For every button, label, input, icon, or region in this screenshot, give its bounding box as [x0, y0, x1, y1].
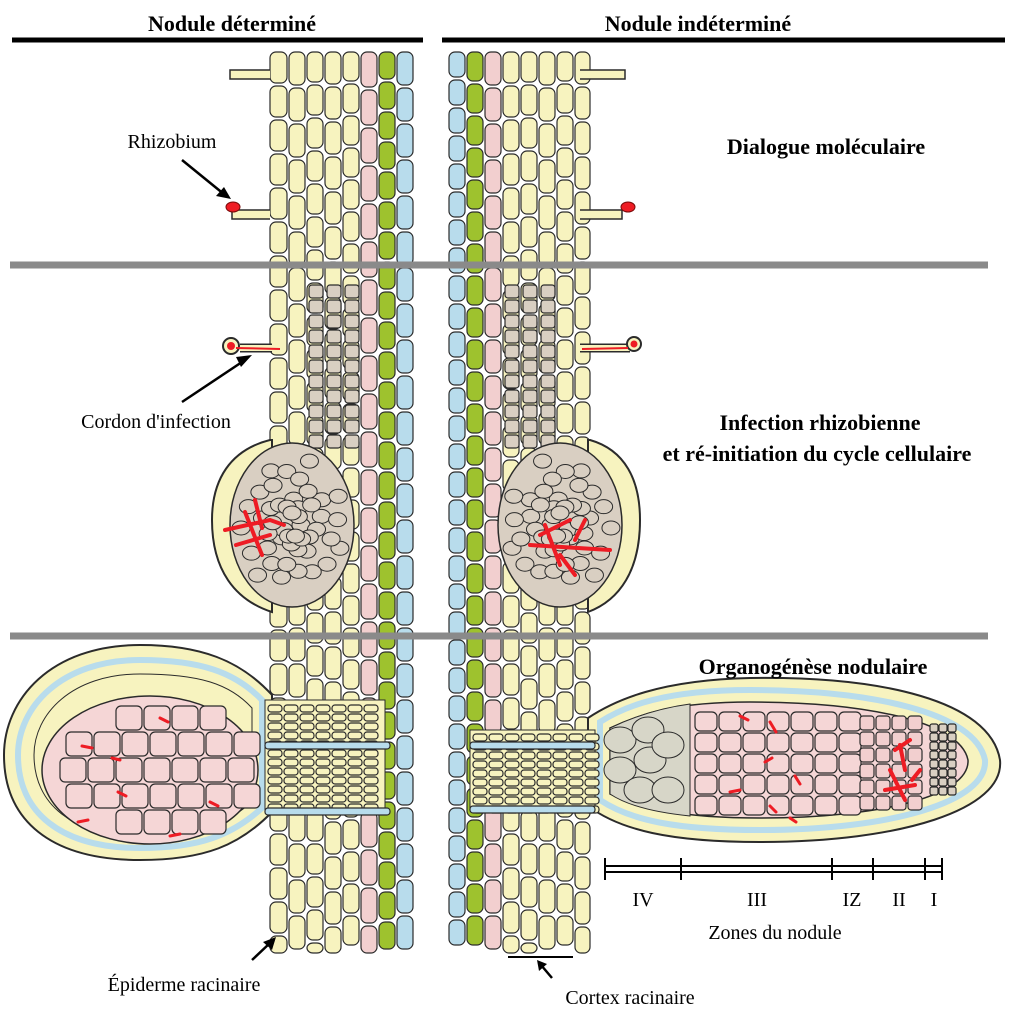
- header-left: Nodule déterminé: [148, 11, 316, 36]
- zone-scale: [605, 858, 942, 880]
- zone-label-ii: II: [892, 889, 905, 911]
- stage-title-dialogue: Dialogue moléculaire: [727, 134, 925, 159]
- header-right: Nodule indéterminé: [605, 11, 792, 36]
- arrow-infection-thread: [182, 360, 245, 402]
- primordium-left: [212, 440, 354, 612]
- label-rhizobium: Rhizobium: [128, 131, 217, 153]
- zones-caption: Zones du nodule: [708, 922, 841, 944]
- zone-label-iz: IZ: [843, 889, 862, 911]
- stage-title-infection-1: Infection rhizobienne: [719, 410, 920, 435]
- stage-title-infection-2: et ré-initiation du cycle cellulaire: [663, 441, 972, 466]
- label-cortex: Cortex racinaire: [565, 987, 694, 1009]
- label-infection-thread: Cordon d'infection: [81, 411, 231, 433]
- zone-label-i: I: [931, 889, 938, 911]
- primordium-right: [498, 440, 640, 612]
- zone-label-iii: III: [747, 889, 767, 911]
- zone-label-iv: IV: [632, 889, 654, 911]
- stage-title-organogenesis: Organogénèse nodulaire: [699, 654, 928, 679]
- label-epidermis: Épiderme racinaire: [108, 973, 261, 996]
- arrow-rhizobium: [182, 160, 225, 195]
